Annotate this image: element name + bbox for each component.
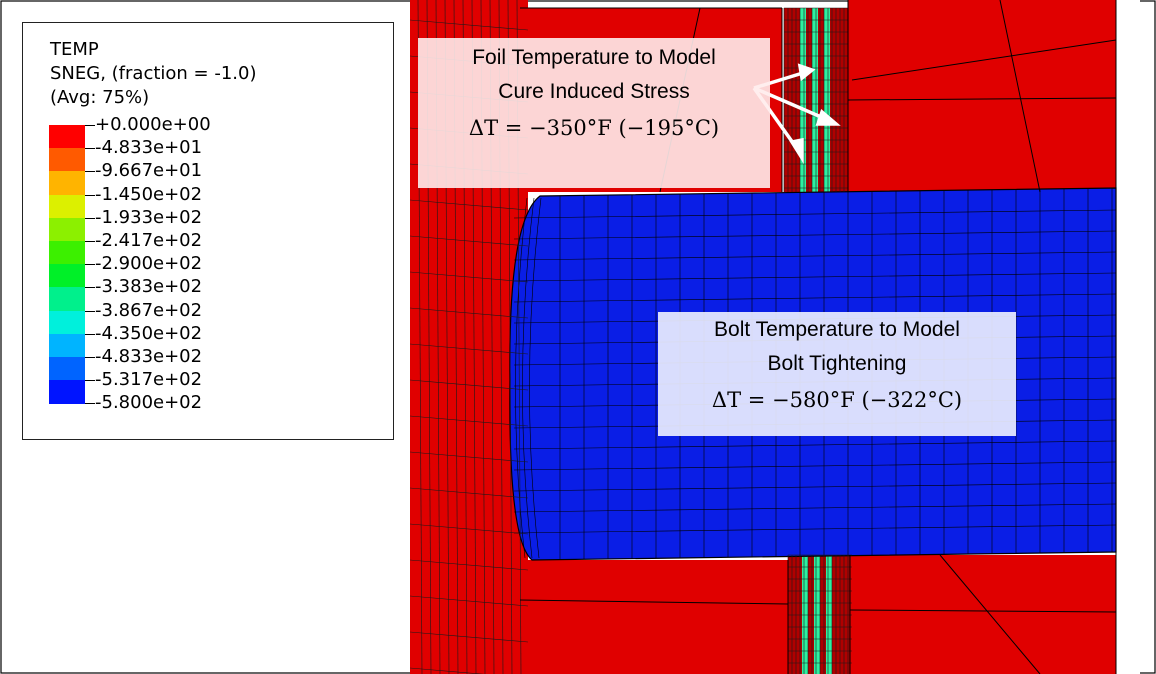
foil-layer-lower-3 <box>826 555 832 674</box>
bolt-mesh-line <box>522 197 535 559</box>
legend-tick <box>85 148 95 150</box>
bolt-annotation-line1: Bolt Temperature to Model <box>714 318 960 341</box>
bolt-annotation: Bolt Temperature to Model Bolt Tightenin… <box>658 312 1016 436</box>
foil-layer-upper-1 <box>800 8 806 192</box>
legend-averaging-note: (Avg: 75%) <box>50 87 150 108</box>
legend-tick <box>85 403 95 405</box>
panel-mesh-line <box>410 415 529 427</box>
legend-swatch <box>49 125 85 149</box>
color-legend: TEMP SNEG, (fraction = -1.0) (Avg: 75%) … <box>22 22 394 440</box>
bolt-mesh-line <box>529 197 542 559</box>
legend-swatch <box>49 171 85 196</box>
legend-tick <box>85 217 95 219</box>
bolt-annotation-equation: ΔT = −580°F (−322°C) <box>711 388 963 412</box>
legend-swatch <box>49 333 85 358</box>
lower-right-block <box>850 555 1118 674</box>
panel-mesh-line <box>410 199 529 211</box>
panel-mesh-line <box>410 343 529 355</box>
lower-left-block <box>520 560 788 674</box>
panel-mesh-line <box>410 667 485 674</box>
foil-layer-lower-1 <box>802 555 808 674</box>
panel-mesh-line <box>410 451 529 463</box>
bolt-mesh-line <box>513 230 1117 240</box>
panel-mesh-line <box>410 631 529 643</box>
legend-level-label: -4.833e+02 <box>95 346 203 367</box>
legend-level-label: -3.383e+02 <box>95 276 203 298</box>
legend-swatch <box>49 241 85 265</box>
legend-tick <box>85 264 95 266</box>
panel-mesh-line <box>410 235 529 247</box>
bolt-mesh-line <box>515 197 528 559</box>
legend-tick <box>85 333 95 335</box>
legend-tick <box>85 287 95 289</box>
legend-tick <box>85 125 95 126</box>
legend-tick <box>85 241 95 242</box>
panel-mesh-line <box>410 595 529 607</box>
panel-mesh-line <box>410 523 529 535</box>
bolt-mesh-line <box>513 293 1117 303</box>
bolt-annotation-line2: Bolt Tightening <box>767 352 907 375</box>
bolt-mesh-line <box>513 272 1117 282</box>
foil-annotation-line2: Cure Induced Stress <box>498 80 690 103</box>
legend-swatch <box>49 380 85 404</box>
bolt-mesh-line <box>513 251 1117 261</box>
panel-mesh-line <box>410 559 529 571</box>
upper-right-block <box>848 0 1118 192</box>
legend-tick <box>85 357 95 358</box>
foil-annotation-line1: Foil Temperature to Model <box>472 46 716 69</box>
bolt-mesh-line <box>513 461 1117 471</box>
legend-level-label: -5.800e+02 <box>95 392 203 414</box>
legend-tick <box>85 310 95 312</box>
legend-tick <box>85 380 95 382</box>
legend-level-label: -2.417e+02 <box>95 230 203 251</box>
legend-swatch <box>49 264 85 288</box>
legend-tick <box>85 171 95 173</box>
bolt-mesh-line <box>513 503 1117 513</box>
legend-section-note: SNEG, (fraction = -1.0) <box>50 63 257 84</box>
legend-swatch <box>49 287 85 312</box>
legend-level-label: -9.667e+01 <box>95 160 203 182</box>
legend-level-label: -1.933e+02 <box>95 206 203 228</box>
legend-swatch <box>49 217 85 242</box>
bolt-mesh-line <box>513 524 1117 534</box>
panel-mesh-line <box>410 487 529 499</box>
legend-level-label: -4.350e+02 <box>95 322 203 344</box>
legend-swatch <box>49 310 85 335</box>
legend-level-label: -1.450e+02 <box>95 183 203 205</box>
legend-tick <box>85 194 95 196</box>
legend-level-label: +0.000e+00 <box>95 114 211 135</box>
foil-annotation: Foil Temperature to Model Cure Induced S… <box>418 38 770 188</box>
bolt-mesh-line <box>513 209 1117 219</box>
right-gap <box>1116 0 1140 674</box>
panel-mesh-line <box>410 307 529 319</box>
panel-mesh-line <box>410 271 529 283</box>
legend-swatch <box>49 357 85 381</box>
panel-mesh-line <box>410 379 529 391</box>
foil-layer-lower-2 <box>814 555 820 674</box>
legend-swatch <box>49 148 85 172</box>
legend-variable: TEMP <box>50 39 99 60</box>
legend-level-label: -2.900e+02 <box>95 253 203 275</box>
bolt-mesh-line <box>513 440 1117 450</box>
legend-level-label: -3.867e+02 <box>95 299 203 321</box>
bolt-mesh <box>513 187 1117 560</box>
foil-annotation-equation: ΔT = −350°F (−195°C) <box>468 116 720 140</box>
legend-level-label: -5.317e+02 <box>95 369 203 391</box>
legend-swatch <box>49 194 85 219</box>
legend-level-label: -4.833e+01 <box>95 137 203 159</box>
panel-mesh-line <box>410 19 529 31</box>
bolt-mesh-line <box>513 482 1117 492</box>
foil-layer-upper-3 <box>824 8 830 192</box>
foil-layer-upper-2 <box>812 8 818 192</box>
